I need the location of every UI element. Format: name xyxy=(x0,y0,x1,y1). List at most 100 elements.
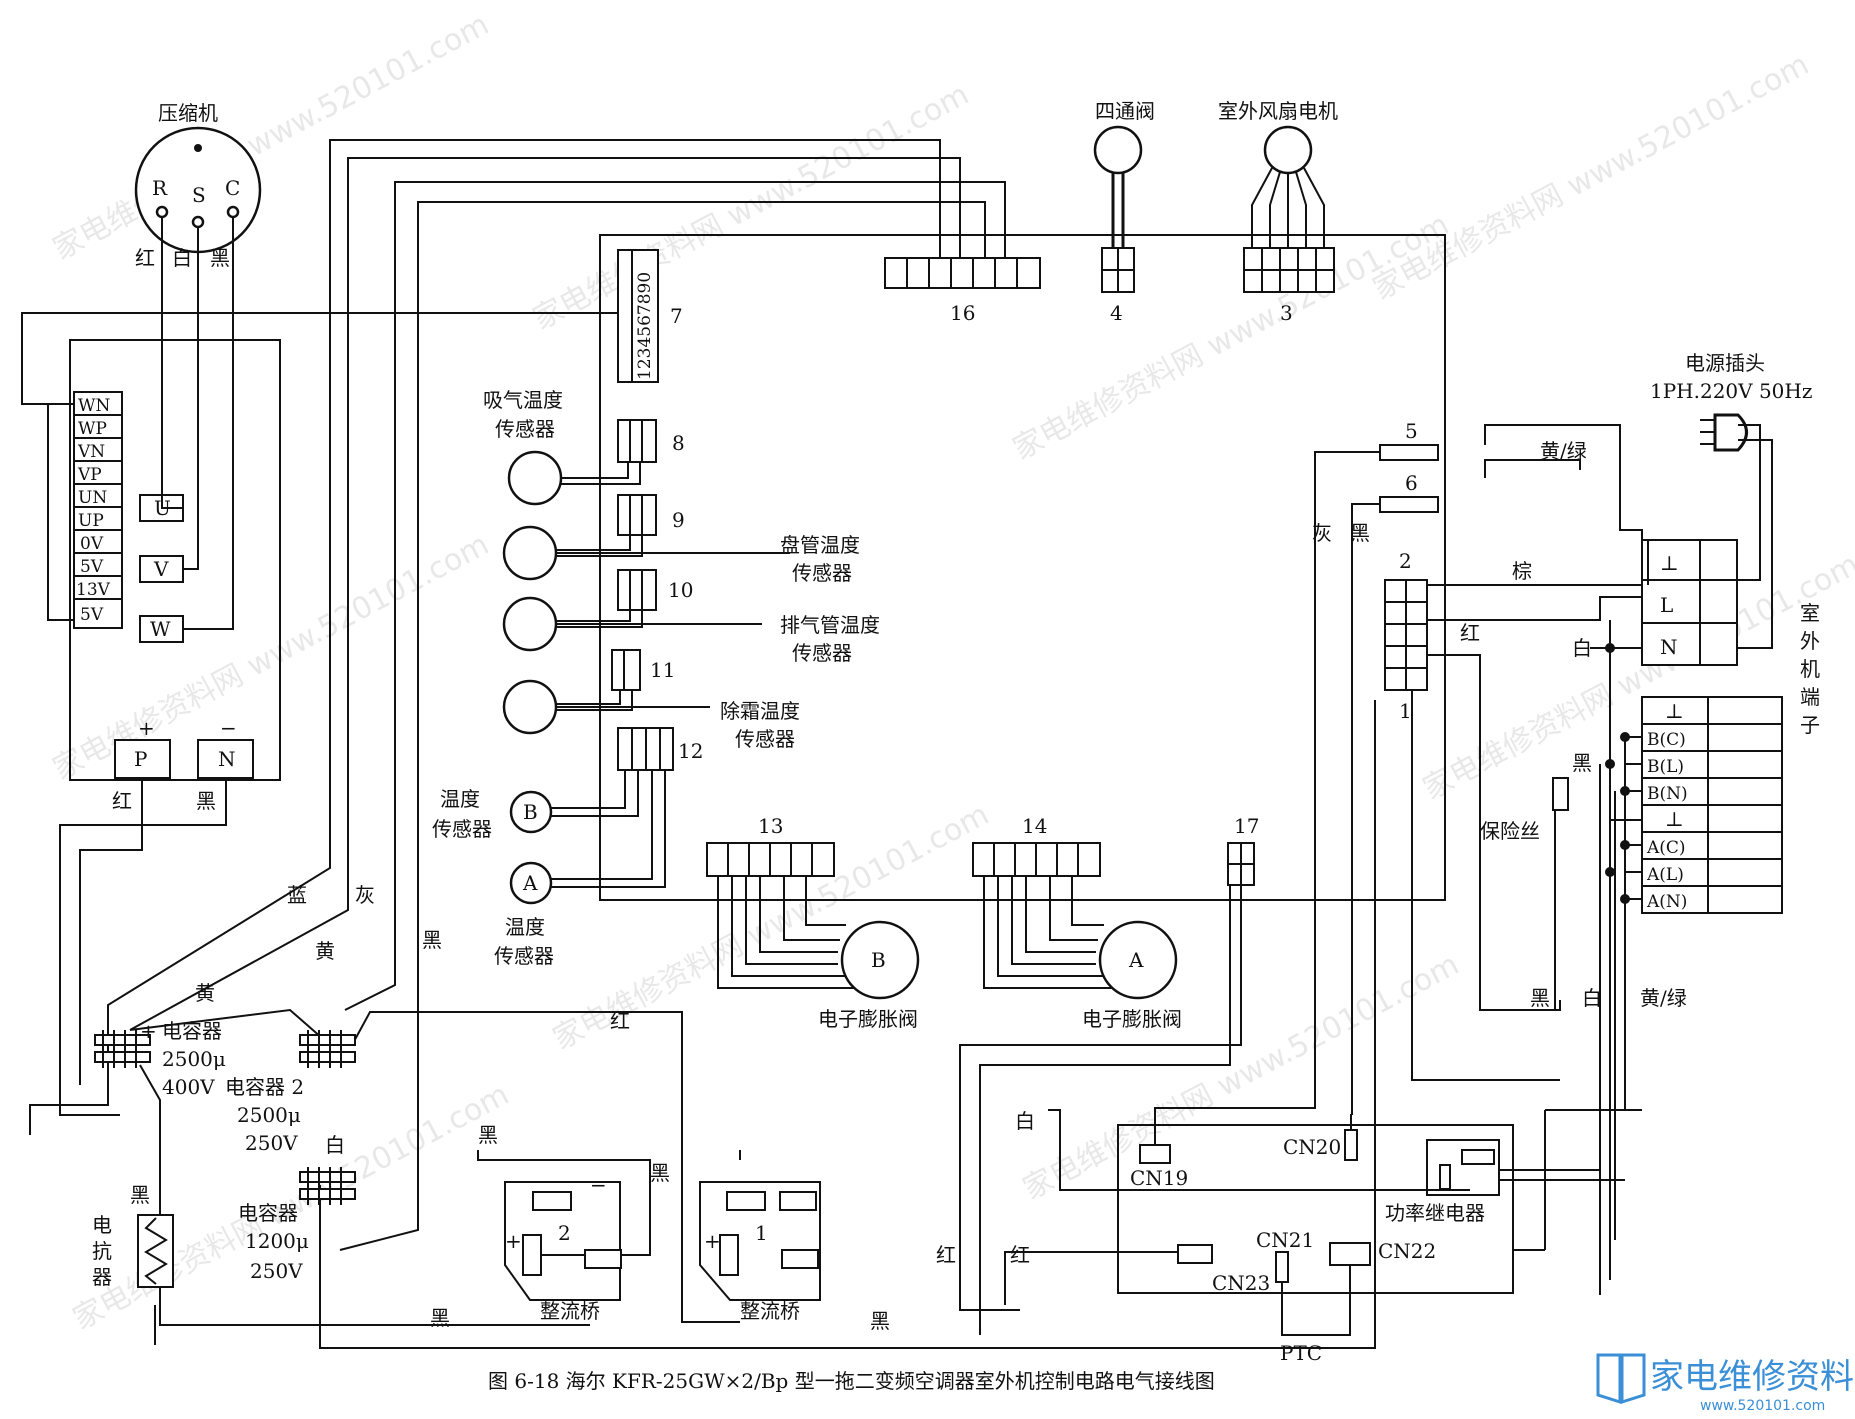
svg-text:传感器: 传感器 xyxy=(432,817,492,841)
svg-text:5V: 5V xyxy=(80,605,104,625)
svg-text:250V: 250V xyxy=(245,1131,298,1155)
svg-text:CN21: CN21 xyxy=(1256,1228,1314,1252)
connector-12-label: 12 xyxy=(678,739,703,763)
compressor: 压缩机 R S C 红 白 黑 xyxy=(134,101,262,270)
svg-text:电容器: 电容器 xyxy=(162,1019,222,1043)
svg-text:B(N): B(N) xyxy=(1647,784,1688,804)
svg-text:A: A xyxy=(1128,948,1144,972)
svg-text:白: 白 xyxy=(1015,1109,1035,1133)
svg-text:0V: 0V xyxy=(80,534,104,554)
svg-text:器: 器 xyxy=(92,1265,112,1289)
exv-a-label: 电子膨胀阀 xyxy=(1082,1007,1182,1031)
book-icon xyxy=(1596,1353,1622,1405)
svg-text:黑: 黑 xyxy=(478,1123,498,1147)
connector-9-label: 9 xyxy=(672,508,685,532)
svg-text:WP: WP xyxy=(78,419,107,439)
svg-text:1234567890: 1234567890 xyxy=(635,272,655,380)
svg-text:黑: 黑 xyxy=(1530,986,1550,1010)
connector-14-exv-a: 14 A 电子膨胀阀 xyxy=(972,814,1182,1031)
junction xyxy=(1605,643,1615,653)
svg-text:B(L): B(L) xyxy=(1647,757,1684,777)
svg-text:CN19: CN19 xyxy=(1130,1166,1188,1190)
svg-text:+: + xyxy=(140,1019,157,1043)
power-relay-label: 功率继电器 xyxy=(1385,1201,1485,1225)
capacitor-3: 电容器 1200μ 250V xyxy=(238,1167,356,1283)
svg-text:B(C): B(C) xyxy=(1647,730,1686,750)
relay-board: CN19 CN20 功率继电器 CN23 CN21 CN22 PTC xyxy=(1117,1124,1514,1365)
svg-text:家电维修资料网: 家电维修资料网 xyxy=(1650,1357,1855,1397)
rectifier-2-label: 整流桥 xyxy=(540,1299,600,1323)
svg-text:传感器: 传感器 xyxy=(494,944,554,968)
svg-text:黑: 黑 xyxy=(422,928,442,952)
svg-text:传感器: 传感器 xyxy=(735,727,795,751)
connector-11-label: 11 xyxy=(650,658,675,682)
ptc-label: PTC xyxy=(1280,1341,1322,1365)
sensor-coil: 9 盘管温度 传感器 xyxy=(502,494,860,585)
svg-text:温度: 温度 xyxy=(505,915,545,939)
svg-text:家电维修资料网 www.520101.com: 家电维修资料网 www.520101.com xyxy=(1417,547,1855,807)
svg-text:机: 机 xyxy=(1800,657,1820,681)
connector-13-label: 13 xyxy=(758,814,783,838)
svg-text:P: P xyxy=(134,747,147,771)
exv-b-label: 电子膨胀阀 xyxy=(818,1007,918,1031)
rectifier-bridge-2: 黑 − + 2 整流桥 黑 黑 xyxy=(430,1123,670,1330)
svg-text:黑: 黑 xyxy=(870,1309,890,1333)
svg-text:黑: 黑 xyxy=(650,1161,670,1185)
svg-text:黑: 黑 xyxy=(1572,751,1592,775)
relay-wires xyxy=(959,885,1625,1336)
svg-text:家电维修资料网 www.520101.com: 家电维修资料网 www.520101.com xyxy=(527,77,974,337)
svg-text:除霜温度: 除霜温度 xyxy=(720,699,800,723)
svg-text:N: N xyxy=(1660,635,1678,659)
compressor-label: 压缩机 xyxy=(158,101,218,125)
connector-3-label: 3 xyxy=(1280,301,1293,325)
svg-text:传感器: 传感器 xyxy=(792,561,852,585)
svg-text:A: A xyxy=(522,871,538,895)
svg-text:−: − xyxy=(220,716,237,740)
svg-text:家电维修资料网 www.520101.com: 家电维修资料网 www.520101.com xyxy=(47,7,494,267)
svg-text:2500μ: 2500μ xyxy=(162,1047,226,1071)
svg-text:子: 子 xyxy=(1800,713,1820,737)
svg-text:电: 电 xyxy=(92,1213,112,1237)
svg-text:N: N xyxy=(218,747,236,771)
svg-text:6: 6 xyxy=(1405,471,1418,495)
outdoor-fan-motor: 室外风扇电机 3 xyxy=(1218,99,1338,325)
connector-12: 12 xyxy=(617,727,703,771)
svg-text:黄: 黄 xyxy=(315,939,335,963)
connector-17: 17 xyxy=(1227,814,1259,886)
svg-text:UN: UN xyxy=(78,488,107,508)
svg-text:250V: 250V xyxy=(250,1259,303,1283)
svg-text:CN23: CN23 xyxy=(1212,1271,1270,1295)
svg-text:排气管温度: 排气管温度 xyxy=(780,613,880,637)
bus-wires xyxy=(29,139,1376,1349)
fuse: 保险丝 xyxy=(1480,777,1569,843)
svg-text:黑: 黑 xyxy=(196,789,216,813)
svg-text:蓝: 蓝 xyxy=(287,883,307,907)
svg-text:黑: 黑 xyxy=(430,1306,450,1330)
connector-8-label: 8 xyxy=(672,431,685,455)
svg-text:C: C xyxy=(225,176,240,200)
sensor-temp-b: 温度 传感器 B xyxy=(432,770,639,841)
capacitor-1: + 电容器 2500μ 400V xyxy=(94,1019,226,1099)
svg-text:温度: 温度 xyxy=(440,787,480,811)
svg-text:13V: 13V xyxy=(76,580,111,600)
svg-text:1: 1 xyxy=(755,1221,768,1245)
svg-text:灰: 灰 xyxy=(355,883,375,907)
svg-text:⊥: ⊥ xyxy=(1665,699,1684,723)
svg-text:2: 2 xyxy=(558,1221,571,1245)
svg-text:VP: VP xyxy=(77,465,102,485)
connector-7: 1234567890 7 xyxy=(617,249,683,383)
svg-text:R: R xyxy=(152,176,168,200)
svg-text:黑: 黑 xyxy=(130,1183,150,1207)
svg-text:B: B xyxy=(871,948,886,972)
svg-text:黑: 黑 xyxy=(210,246,230,270)
svg-text:黄/绿: 黄/绿 xyxy=(1640,986,1687,1010)
compressor-wires xyxy=(161,218,234,630)
sensor-exhaust: 10 排气管温度 传感器 xyxy=(502,569,880,665)
svg-text:传感器: 传感器 xyxy=(495,417,555,441)
svg-text:电容器: 电容器 xyxy=(238,1201,298,1225)
svg-text:−: − xyxy=(590,1173,607,1197)
svg-text:红: 红 xyxy=(936,1243,956,1267)
svg-text:红: 红 xyxy=(610,1009,630,1033)
svg-text:白: 白 xyxy=(1582,986,1602,1010)
